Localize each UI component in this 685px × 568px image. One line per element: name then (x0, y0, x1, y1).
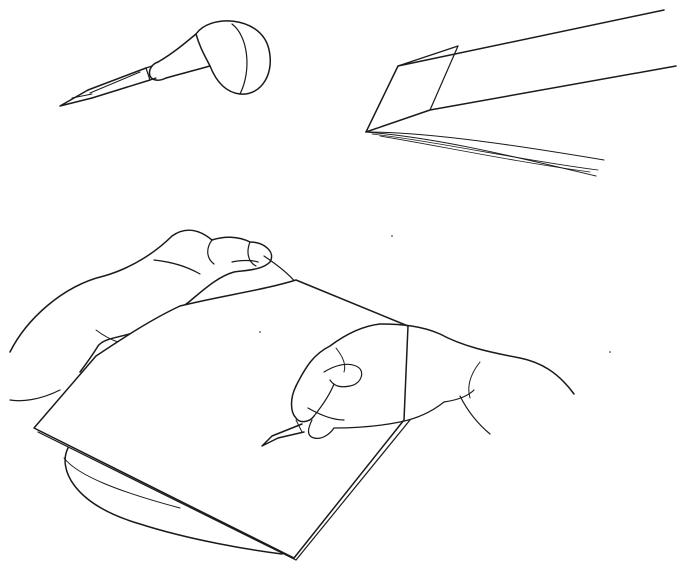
speck (259, 331, 261, 333)
speck (609, 351, 611, 353)
burin-blade-closeup (366, 10, 676, 176)
burin-tool (60, 21, 270, 106)
engraving-demonstration (10, 230, 574, 560)
speck (391, 235, 393, 237)
engraving-plate (34, 280, 408, 558)
